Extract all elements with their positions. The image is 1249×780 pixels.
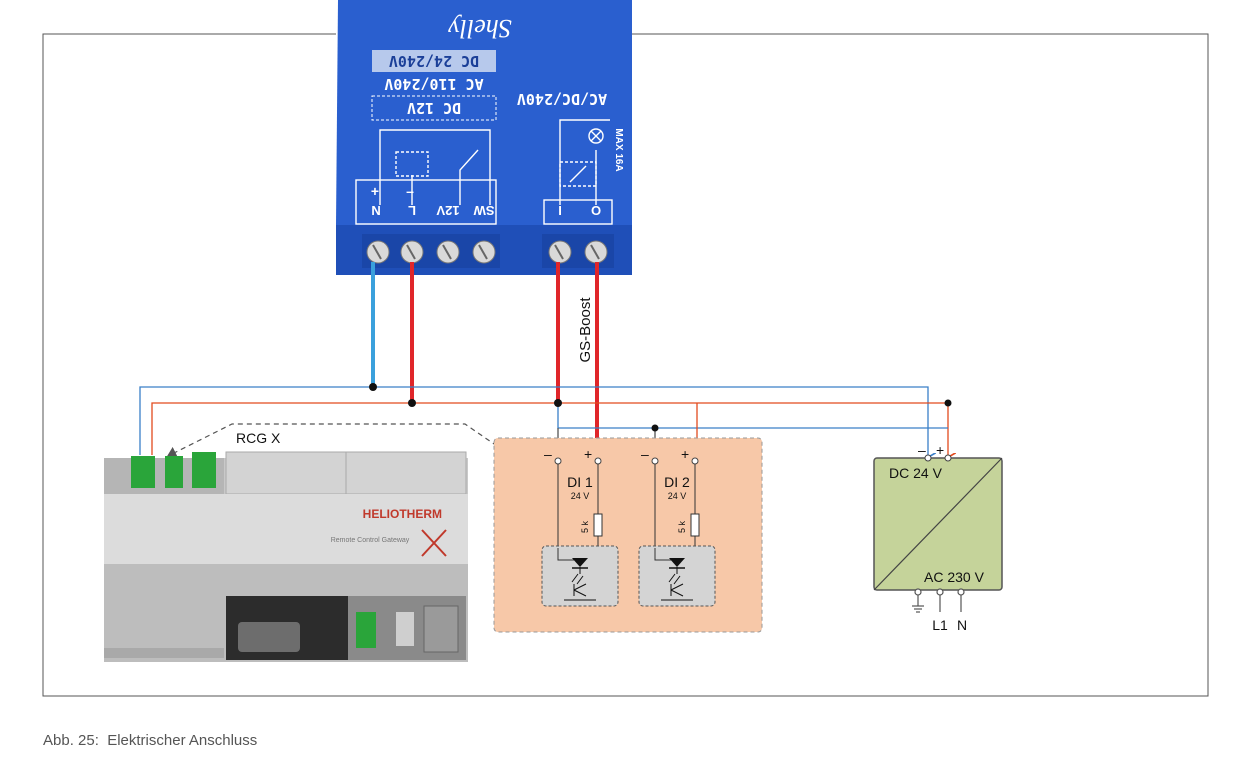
relay-rating-ac: AC 110/240V [384,75,483,93]
di-minus: – [544,446,552,462]
gateway-brand: HELIOTHERM [363,507,442,521]
psu-plus: + [936,442,944,458]
resistor-icon [593,513,603,537]
main-wires [371,262,599,461]
terminal-o: O [591,203,601,218]
relay-rating-dc12: DC 12V [407,99,461,117]
terminal-n: N [371,203,380,218]
di-plus: + [681,446,689,462]
psu-n: N [957,617,967,633]
terminal-i: I [558,203,562,218]
di-minus: – [641,446,649,462]
di-plus: + [584,446,592,462]
digital-inputs: –+DI 124 V5 k–+DI 224 V5 k [541,446,716,607]
psu-minus: – [918,442,926,458]
relay-minus: – [406,183,414,199]
shelly-relay: Shelly DC 24/240V AC 110/240V DC 12V AC/… [336,0,632,276]
relay-rating-dc24: DC 24/240V [389,52,479,70]
gateway-pointer [166,423,498,458]
di-name: DI 2 [664,474,690,490]
thin-wires [139,386,948,458]
relay-output-rating: AC/DC/240V [517,90,607,108]
psu-dc-label: DC 24 V [889,465,943,481]
junction-dots [369,383,952,432]
di-resistor-label: 5 k [580,521,590,534]
terminal-sw: SW [473,203,495,218]
di-voltage: 24 V [571,491,590,501]
gateway-product: Remote Control Gateway [331,537,410,544]
gs-boost-label: GS-Boost [577,297,594,363]
di-name: DI 1 [567,474,593,490]
gateway-label: RCG X [236,430,281,446]
relay-max-current: MAX 16A [613,128,624,171]
optocoupler-icon [541,545,619,607]
digital-inputs-panel [493,437,763,633]
terminal-screws [362,234,614,268]
psu-l1: L1 [932,617,948,633]
digital-input-2: – + DI 224 V 5 k [638,446,716,607]
power-supply: DC 24 V AC 230 V – + L1 N [873,442,1003,633]
resistor-icon [690,513,700,537]
rcg-x-gateway: HELIOTHERM Remote Control Gateway [104,451,468,662]
digital-input-1: – + DI 124 V 5 k [541,446,619,607]
terminal-l: L [408,203,416,218]
relay-brand: Shelly [448,14,512,43]
psu-ac-label: AC 230 V [924,569,985,585]
figure-caption: Abb. 25: Elektrischer Anschluss [43,732,258,749]
terminal-12v: 12V [436,203,459,218]
di-voltage: 24 V [668,491,687,501]
di-resistor-label: 5 k [677,521,687,534]
relay-plus: + [371,183,379,199]
optocoupler-icon [638,545,716,607]
